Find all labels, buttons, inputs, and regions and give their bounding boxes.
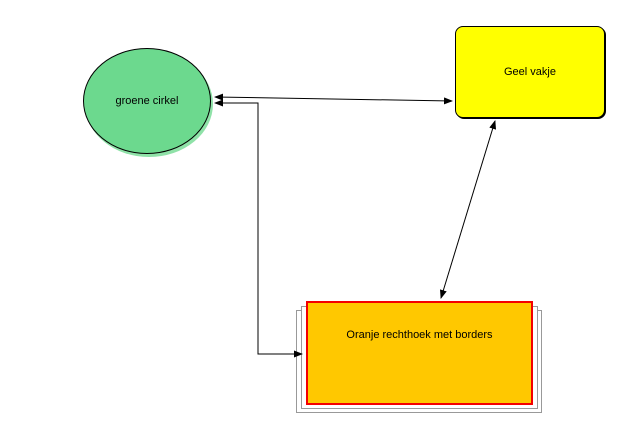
orange-rectangle-shape[interactable]: Oranje rechthoek met borders xyxy=(306,301,533,405)
yellow-box-shape[interactable]: Geel vakje xyxy=(455,26,605,118)
connector-yellowbox-orangerect[interactable] xyxy=(439,120,497,299)
green-circle-label: groene cirkel xyxy=(115,95,179,107)
connector-circle-orangerect[interactable] xyxy=(214,99,303,358)
green-circle-shape[interactable]: groene cirkel xyxy=(83,48,211,154)
connector-circle-yellowbox[interactable] xyxy=(214,93,453,105)
orange-rectangle-label: Oranje rechthoek met borders xyxy=(346,329,493,341)
yellow-box-label: Geel vakje xyxy=(504,66,556,78)
